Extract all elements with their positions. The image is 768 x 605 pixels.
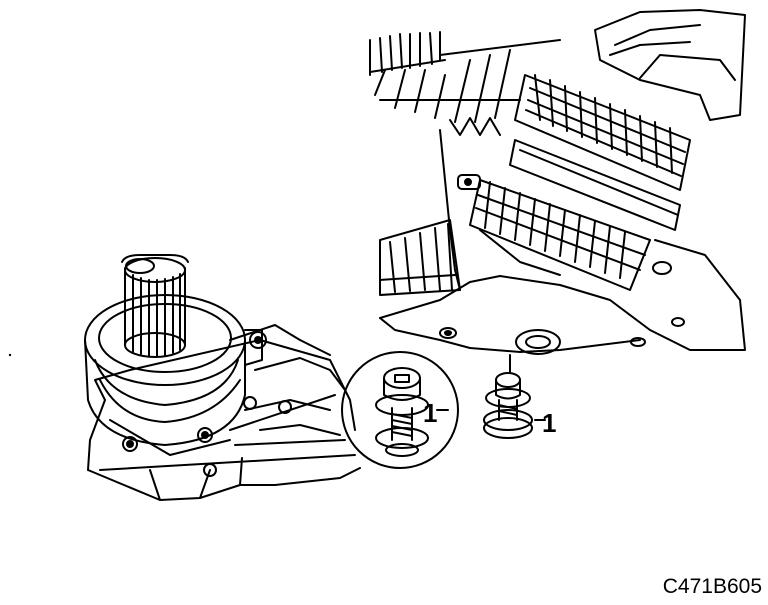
lower-housing — [87, 324, 361, 501]
countershaft-gear — [379, 219, 461, 296]
callout-label-right: 1 — [542, 408, 556, 438]
transmission-housing — [369, 9, 746, 353]
input-shaft-bearing — [84, 294, 263, 446]
bolt-callout-circle — [229, 351, 459, 469]
housing-bolt — [483, 354, 533, 439]
upper-gear — [509, 74, 691, 231]
stray-dot — [8, 353, 12, 357]
figure-code: C471B605 — [663, 575, 762, 598]
input-shaft — [121, 254, 189, 358]
housing-bolt-holes — [439, 261, 685, 355]
callout-label-left: 1 — [423, 398, 437, 428]
lower-gear — [469, 179, 651, 291]
